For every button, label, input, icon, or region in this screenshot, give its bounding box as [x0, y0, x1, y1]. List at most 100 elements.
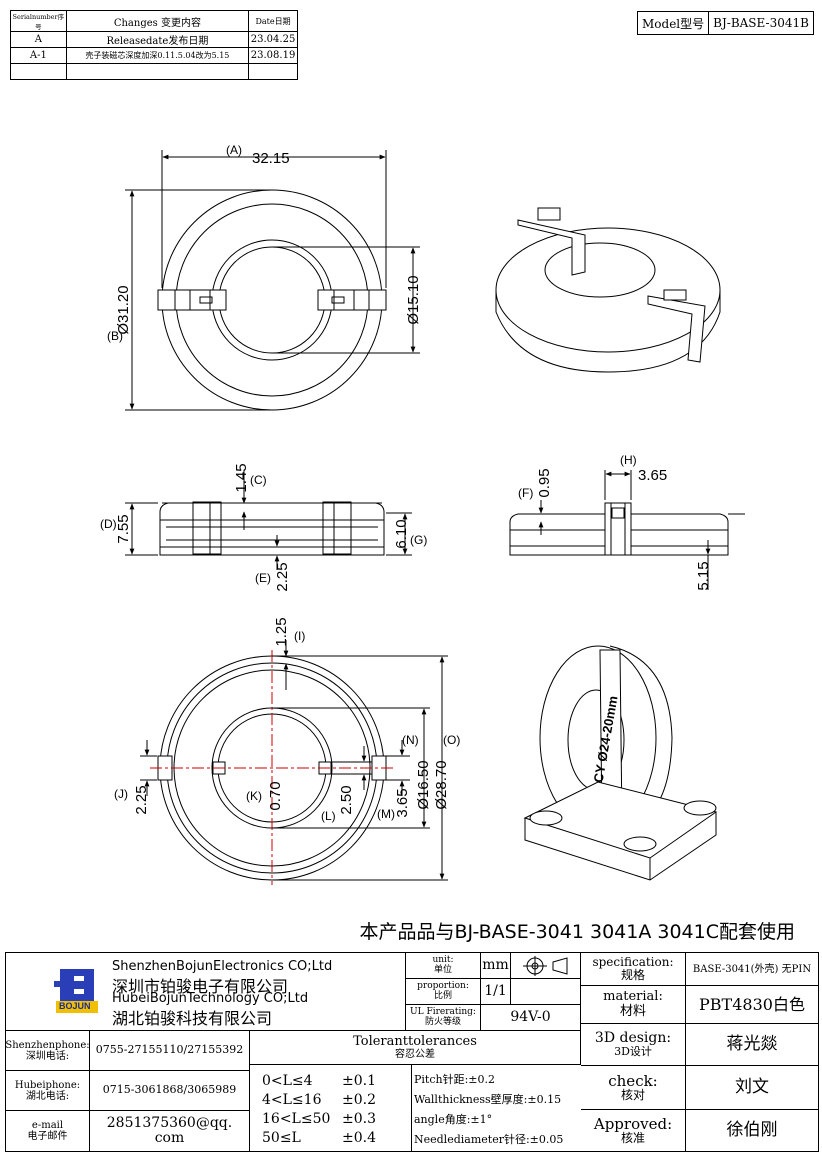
dim-d-value: 7.55 — [115, 514, 132, 543]
dim-a-value: 32.15 — [252, 150, 290, 167]
rev-date: 23.08.19 — [248, 47, 298, 64]
design-value: 蒋光燚 — [686, 1024, 818, 1066]
spec-value: BASE-3041(外壳) 无PIN — [686, 953, 818, 986]
tolerance-note: Needlediameter针径:±0.05 — [414, 1133, 564, 1146]
company-name-1-cn: 深圳市铂骏电子有限公司 — [112, 977, 289, 996]
contact-label-cn: 湖北电话: — [25, 1090, 70, 1102]
dim-k-label: (K) — [246, 789, 262, 803]
spec-label-en: specification: — [592, 954, 674, 969]
dim-h-value: 3.65 — [638, 467, 667, 484]
company-name-1-en: ShenzhenBojunElectronics CO;Ltd — [112, 959, 333, 974]
top-view — [125, 150, 420, 411]
unit-label: unit:单位 — [406, 953, 481, 979]
tolerance-range: 4<L≤16 — [262, 1092, 322, 1108]
tolerance-value: ±0.3 — [342, 1111, 376, 1127]
design-label: 3D design:3D设计 — [581, 1024, 686, 1066]
dim-o-label: (O) — [443, 733, 460, 747]
dim-n-value: Ø16.50 — [415, 760, 432, 809]
dim-f-value: 0.95 — [536, 468, 553, 497]
tolerance-value: ±0.1 — [342, 1073, 376, 1089]
fire-label: UL Firerating:防火等级 — [406, 1005, 481, 1031]
contact-label: Hubeiphone:湖北电话: — [6, 1071, 90, 1111]
material-value: PBT4830白色 — [686, 986, 818, 1024]
contact-label-en: Hubeiphone: — [14, 1079, 81, 1091]
contact-value: 0715-3061868/3065989 — [90, 1071, 250, 1111]
isometric-view-bottom — [523, 645, 718, 881]
dim-l-value: 2.50 — [338, 785, 355, 814]
dim-n-label: (N) — [402, 733, 419, 747]
contact-label: Shenzhenphone:深圳电话: — [5, 1031, 90, 1071]
material-label-en: material: — [603, 989, 663, 1005]
bottom-view — [140, 640, 448, 885]
model-value: BJ-BASE-3041B — [708, 11, 814, 35]
contact-value: 0755-27155110/27155392 — [90, 1031, 250, 1071]
compat-note: 本产品品与BJ-BASE-3041 3041A 3041C配套使用 — [360, 921, 796, 943]
dim-j-value: 2.25 — [133, 785, 150, 814]
check-value: 刘文 — [686, 1066, 818, 1110]
fire-label-en: UL Firerating: — [410, 1006, 476, 1017]
dim-a-label: (A) — [226, 143, 242, 157]
fire-label-cn: 防火等级 — [424, 1016, 461, 1027]
dim-o-value: Ø28.70 — [433, 760, 450, 809]
rev-change — [65, 63, 250, 80]
company-area: BOJUN ShenzhenBojunElectronics CO;Ltd 深圳… — [6, 953, 406, 1031]
approved-label-cn: 核准 — [620, 1131, 645, 1146]
check-label-en: check: — [608, 1071, 658, 1090]
tolerance-value: ±0.4 — [342, 1130, 376, 1146]
tolerance-range: 0<L≤4 — [262, 1073, 313, 1089]
rev-date — [248, 63, 298, 80]
contact-label-cn: 电子邮件 — [27, 1131, 68, 1142]
company-name-2-en: HubeiBojunTechnology CO;Ltd — [112, 991, 309, 1006]
spec-label: specification:规格 — [581, 953, 686, 986]
dim-c-label: (C) — [250, 473, 267, 487]
tolerance-note: angle角度:±1° — [414, 1113, 493, 1126]
fire-value: 94V-0 — [481, 1005, 581, 1031]
dim-l-label: (L) — [321, 809, 336, 823]
proportion-label-cn: 比例 — [433, 990, 452, 1001]
unit-label-en: unit: — [432, 954, 454, 965]
model-box: Model型号 BJ-BASE-3041B — [636, 11, 814, 35]
tolerance-note: Pitch针距:±0.2 — [414, 1073, 496, 1086]
dim-k-value: 0.70 — [267, 781, 284, 810]
dim-i-label: (I) — [294, 629, 305, 643]
dim-m-value: 3.65 — [394, 788, 411, 817]
design-label-cn: 3D设计 — [614, 1045, 652, 1059]
model-label: Model型号 — [636, 11, 710, 35]
dim-h-label: (H) — [620, 453, 637, 467]
check-label: check:核对 — [581, 1066, 686, 1110]
dim-c-value: 1.45 — [233, 463, 250, 492]
email-value: 2851375360@qq. com — [90, 1111, 250, 1151]
material-label-cn: 材料 — [619, 1003, 646, 1019]
dim-inner-value: Ø15.10 — [405, 275, 422, 324]
isometric-view-top — [495, 207, 721, 373]
tolerance-table: 0<L≤4 ±0.1 4<L≤16 ±0.2 16<L≤50 ±0.3 50≤L… — [250, 1065, 412, 1151]
dim-b-label: (B) — [107, 329, 123, 343]
dim-b-value: Ø31.20 — [115, 285, 132, 334]
dim-side-bottom: 5.15 — [695, 561, 712, 590]
dim-g-value: 6.10 — [393, 519, 410, 548]
tolerance-notes: Pitch针距:±0.2 Wallthickness壁厚度:±0.15 angl… — [412, 1065, 581, 1151]
contact-label-en: Shenzhenphone: — [5, 1039, 90, 1051]
tolerance-title-en: Toleranttolerances — [353, 1033, 477, 1049]
revision-table: Serialnumber序号 Changes 变更内容 Date日期 A Rel… — [10, 10, 298, 80]
spec-label-cn: 规格 — [620, 968, 645, 982]
proportion-blank — [511, 979, 581, 1005]
tolerance-value: ±0.2 — [342, 1092, 376, 1108]
projection-symbol — [511, 953, 581, 979]
tolerance-title-cn: 容忍公差 — [395, 1049, 435, 1061]
logo-text: BOJUN — [59, 1001, 91, 1011]
dim-e-value: 2.25 — [274, 562, 291, 591]
dim-e-label: (E) — [255, 571, 271, 585]
tolerance-range: 16<L≤50 — [262, 1111, 331, 1127]
proportion-label-en: proportion: — [417, 980, 469, 991]
dim-j-label: (J) — [114, 787, 128, 801]
unit-value: mm — [481, 953, 511, 979]
dim-g-label: (G) — [410, 533, 427, 547]
tolerance-range: 50≤L — [262, 1130, 301, 1146]
check-label-cn: 核对 — [620, 1088, 645, 1103]
dim-i-value: 1.25 — [273, 617, 290, 646]
approved-label: Approved:核准 — [581, 1110, 686, 1151]
company-logo: BOJUN — [52, 967, 102, 1015]
